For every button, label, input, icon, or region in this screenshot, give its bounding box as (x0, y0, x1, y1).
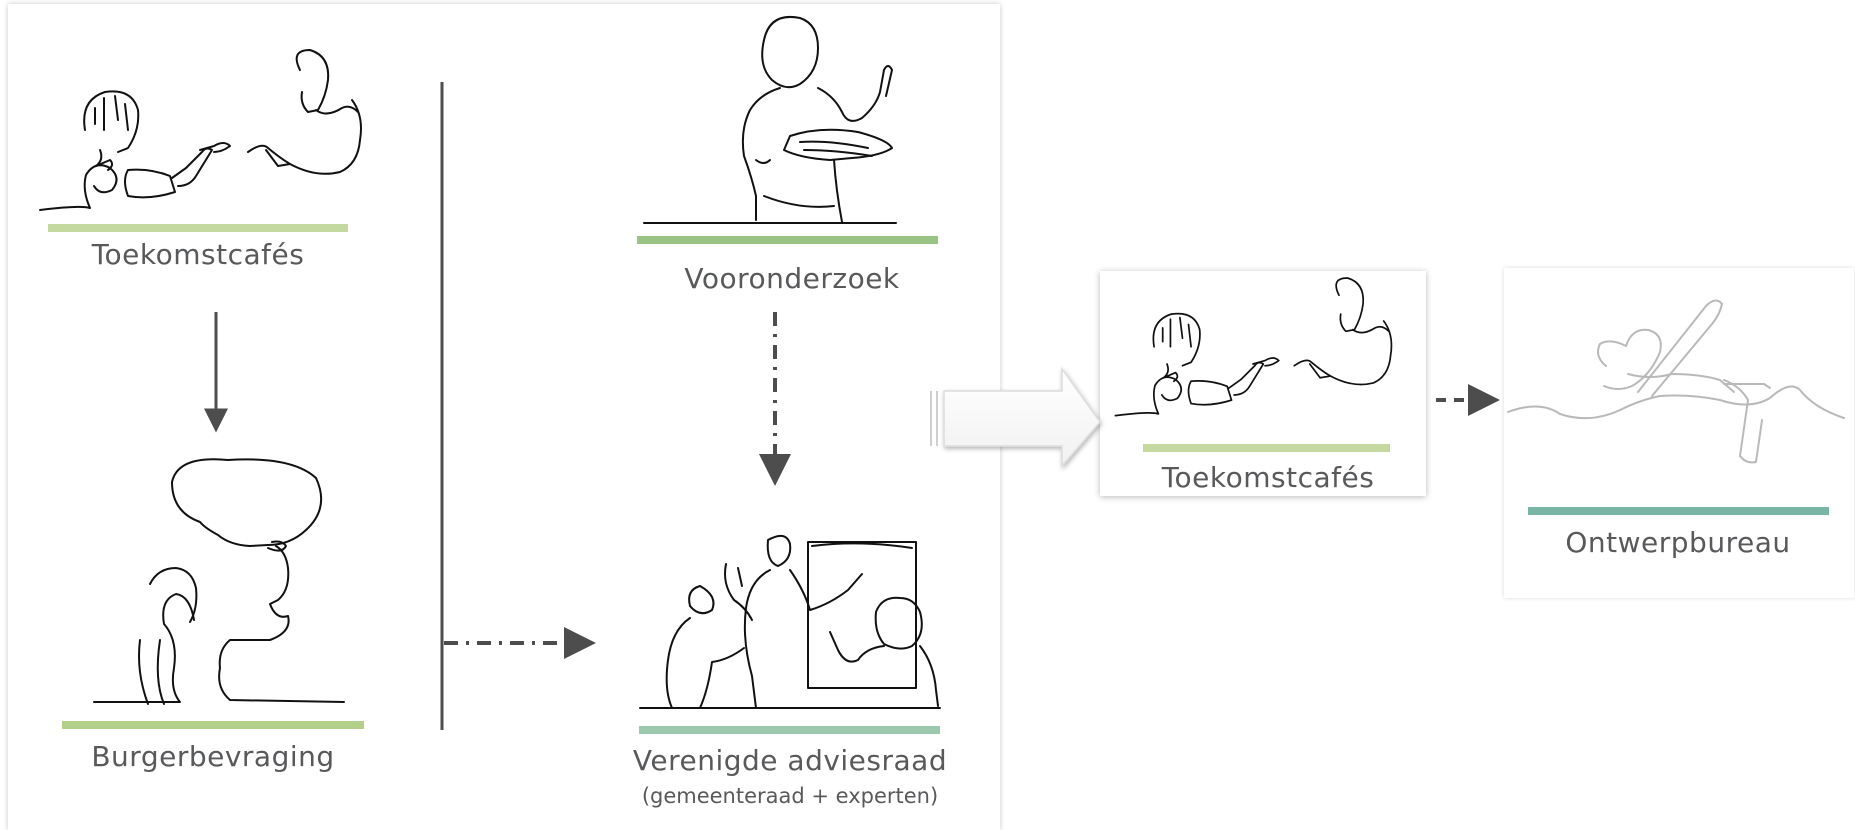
result-card-ontwerpbureau (1504, 268, 1854, 598)
presenter-with-papers-icon (643, 16, 897, 224)
big-block-arrow (943, 366, 1101, 469)
verenigde-adviesraad-label: Verenigde adviesraad (632, 744, 948, 777)
ontwerpbureau-bar (1528, 507, 1829, 515)
verenigde-adviesraad-bar (639, 726, 940, 734)
vooronderzoek-bar (637, 236, 938, 244)
vooronderzoek-label: Vooronderzoek (684, 262, 900, 295)
toekomstcafes-result-label: Toekomstcafés (1161, 461, 1375, 494)
robot-handshake-icon-result (1114, 277, 1393, 417)
toekomstcafes-label: Toekomstcafés (91, 238, 305, 271)
verenigde-adviesraad-sublabel: (gemeenteraad + experten) (641, 784, 939, 808)
speech-bubble-person-icon (93, 458, 345, 705)
toekomstcafes-result-bar (1143, 444, 1390, 452)
meeting-flipchart-icon (639, 534, 941, 709)
robot-handshake-icon (39, 49, 362, 211)
burgerbevraging-label: Burgerbevraging (91, 740, 335, 773)
hand-writing-icon (1507, 299, 1845, 464)
process-panel (8, 4, 1000, 830)
toekomstcafes-bar (48, 224, 348, 232)
burgerbevraging-bar (62, 721, 364, 729)
ontwerpbureau-label: Ontwerpbureau (1565, 526, 1791, 559)
